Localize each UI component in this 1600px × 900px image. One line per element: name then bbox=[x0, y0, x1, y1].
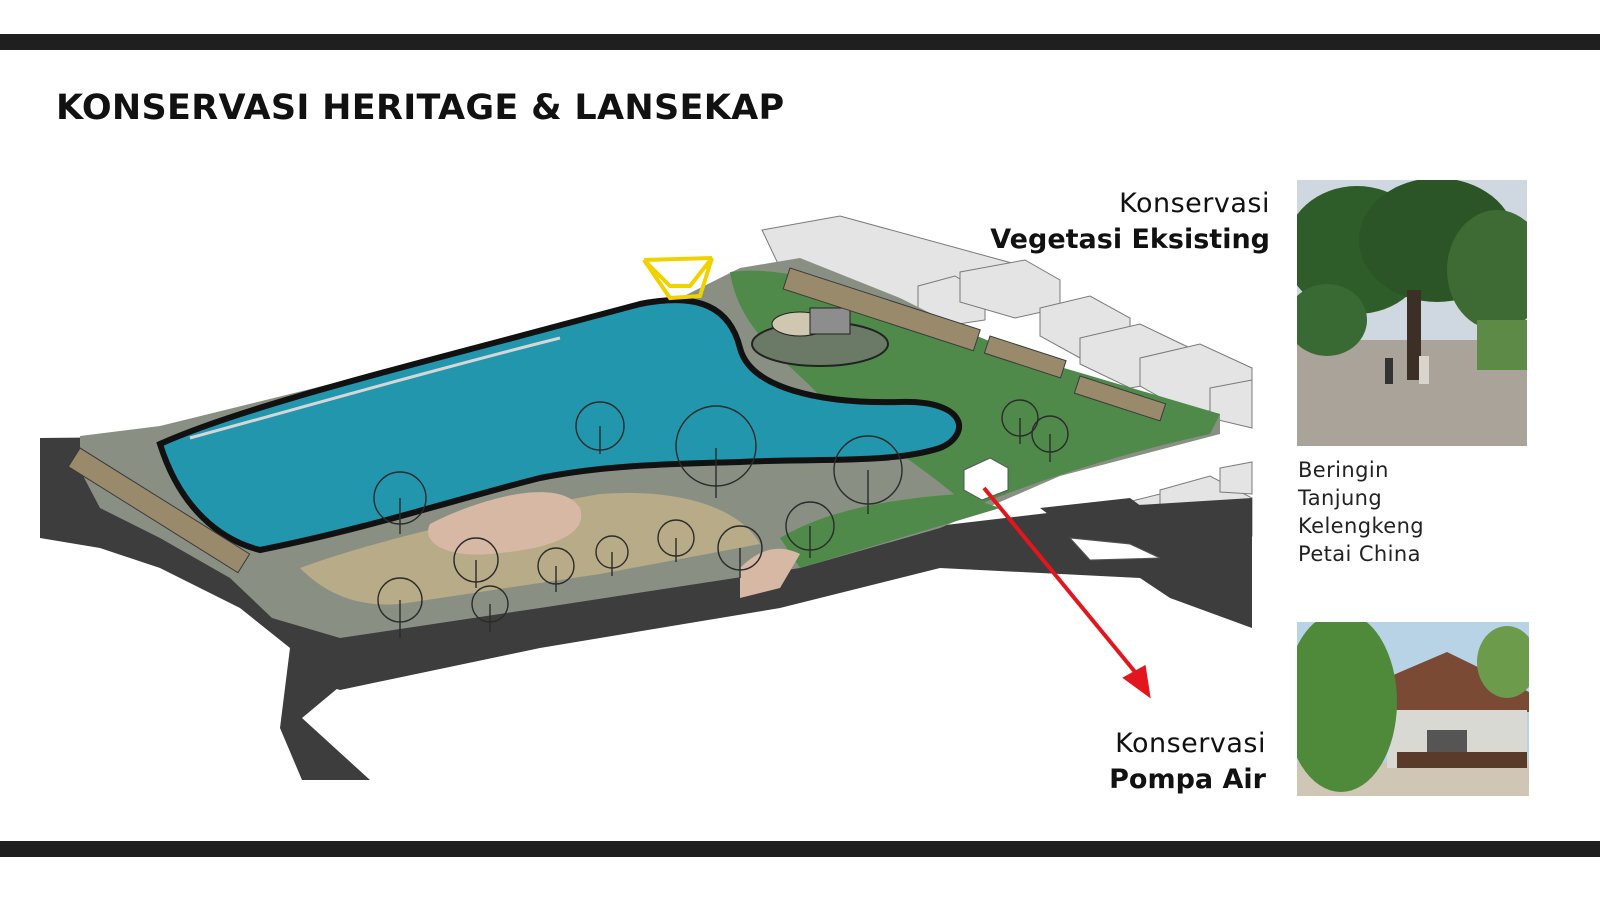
pump-callout: Konservasi Pompa Air bbox=[960, 726, 1266, 798]
vegetation-callout: Konservasi Vegetasi Eksisting bbox=[960, 186, 1270, 258]
vegetation-callout-line2: Vegetasi Eksisting bbox=[990, 224, 1270, 255]
bottom-band bbox=[0, 841, 1600, 857]
bare-trees bbox=[373, 399, 1069, 638]
vegetation-photo bbox=[1297, 180, 1527, 446]
species-list: Beringin Tanjung Kelengkeng Petai China bbox=[1298, 456, 1424, 568]
pump-house-block bbox=[963, 457, 1009, 501]
road-island bbox=[1068, 537, 1161, 561]
site-plan-illustration bbox=[40, 215, 1253, 780]
species-item: Tanjung bbox=[1298, 486, 1383, 510]
pump-callout-line2: Pompa Air bbox=[1109, 764, 1266, 795]
top-band bbox=[0, 34, 1600, 50]
yellow-bridge bbox=[642, 256, 714, 301]
round-pavilion bbox=[751, 307, 889, 367]
species-item: Kelengkeng bbox=[1298, 514, 1425, 538]
pump-callout-line1: Konservasi bbox=[1115, 728, 1266, 759]
species-item: Petai China bbox=[1298, 542, 1421, 566]
vegetation-callout-line1: Konservasi bbox=[1119, 188, 1270, 219]
kiosk-row bbox=[67, 267, 1167, 574]
page-title: KONSERVASI HERITAGE & LANSEKAP bbox=[56, 88, 785, 128]
species-item: Beringin bbox=[1298, 458, 1389, 482]
pump-house-photo bbox=[1297, 622, 1529, 796]
red-arrow bbox=[982, 486, 1151, 699]
pond bbox=[156, 297, 962, 554]
